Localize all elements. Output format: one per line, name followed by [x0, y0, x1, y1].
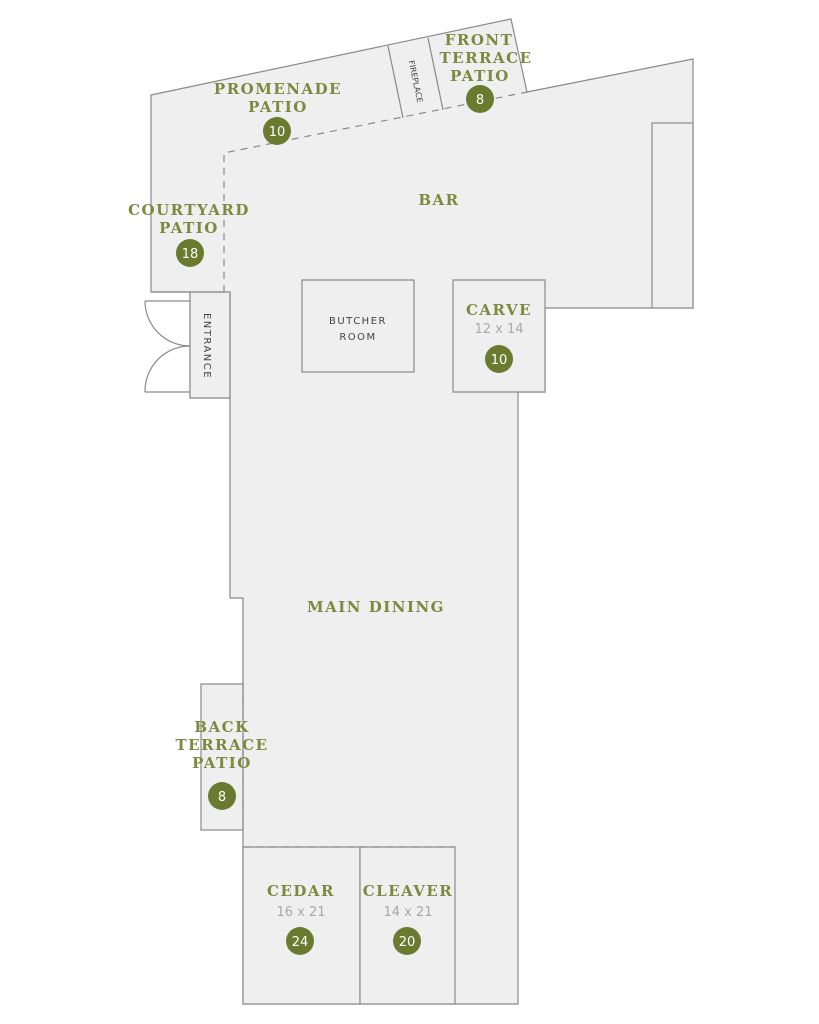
carve-label: CARVE	[466, 301, 532, 319]
promenade-label: PROMENADE	[214, 80, 342, 98]
entrance-area	[189, 291, 231, 399]
bar-counter	[651, 122, 694, 309]
cleaver-size: 14 x 21	[383, 905, 432, 920]
courtyard-capacity: 18	[182, 247, 199, 262]
carve-room[interactable]	[452, 279, 546, 393]
butcher-room-label: ROOM	[339, 332, 376, 343]
cleaver-label: CLEAVER	[363, 882, 454, 900]
cedar-capacity: 24	[292, 935, 309, 950]
promenade-capacity: 10	[269, 125, 286, 140]
cedar-room[interactable]	[242, 846, 361, 1005]
back-terrace-label: BACK	[194, 718, 249, 736]
fireplace-wall	[387, 45, 404, 119]
fireplace-wall	[427, 37, 444, 111]
capacity-badge	[176, 239, 204, 267]
back-terrace-capacity: 8	[218, 790, 226, 805]
promenade-label: PATIO	[248, 98, 308, 116]
butcher-room-label: BUTCHER	[329, 316, 387, 327]
capacity-badge	[208, 782, 236, 810]
capacity-badge	[466, 85, 494, 113]
capacity-badge	[286, 927, 314, 955]
cedar-label: CEDAR	[267, 882, 335, 900]
front-terrace-label: PATIO	[450, 67, 510, 85]
back-terrace-label: TERRACE	[175, 736, 268, 754]
courtyard-label: PATIO	[159, 219, 219, 237]
entrance-label: ENTRANCE	[201, 313, 212, 379]
capacity-badge	[485, 345, 513, 373]
butcher-room[interactable]	[301, 279, 415, 373]
front-terrace-label: TERRACE	[439, 49, 532, 67]
capacity-badge	[393, 927, 421, 955]
bar-label: BAR	[418, 191, 459, 209]
carve-size: 12 x 14	[474, 322, 523, 337]
back-terrace-label: PATIO	[192, 754, 252, 772]
capacity-badge	[263, 117, 291, 145]
carve-capacity: 10	[491, 353, 508, 368]
front-terrace-label: FRONT	[445, 31, 514, 49]
courtyard-label: COURTYARD	[128, 201, 250, 219]
main-dining-label: MAIN DINING	[307, 598, 445, 616]
cleaver-room[interactable]	[359, 846, 456, 1005]
entrance-doors	[144, 300, 191, 393]
cleaver-capacity: 20	[399, 935, 416, 950]
front-terrace-capacity: 8	[476, 93, 484, 108]
cedar-size: 16 x 21	[276, 905, 325, 920]
